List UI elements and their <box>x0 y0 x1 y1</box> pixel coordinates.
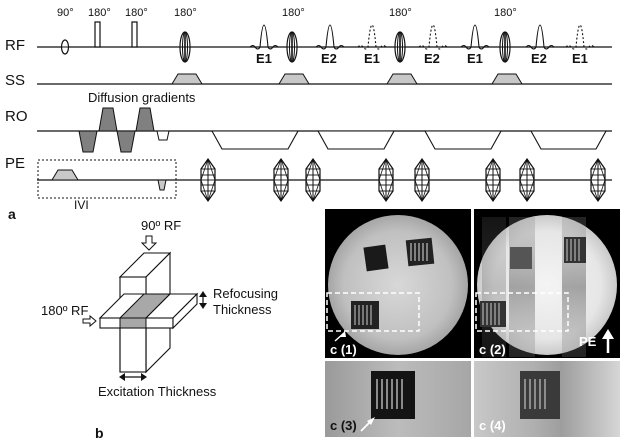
echo-label: E2 <box>531 51 547 66</box>
ss-gradient <box>491 73 523 85</box>
rf-refocus-pulse <box>392 31 408 63</box>
excitation-slab <box>119 276 147 373</box>
rf-refocus-pulse <box>284 31 300 63</box>
overlap-region <box>118 293 172 319</box>
echo-label: E1 <box>572 51 588 66</box>
echo-signal <box>315 24 345 50</box>
mr-image-c2 <box>474 209 620 358</box>
echo-label: E1 <box>256 51 272 66</box>
refocusing-slab <box>99 317 174 329</box>
rf-angle-label: 180° <box>125 7 148 19</box>
refocusing-label: Refocusing <box>213 286 279 301</box>
diffusion-gradient <box>98 107 118 132</box>
ro-readout <box>530 130 607 150</box>
excitation-slab <box>145 251 171 374</box>
panel-a-letter: a <box>8 206 16 222</box>
phase-encode-table <box>378 158 394 202</box>
pe-ivi-gradient <box>51 169 79 181</box>
echo-label: E1 <box>467 51 483 66</box>
rf-angle-label: 180° <box>282 7 305 19</box>
phase-encode-table <box>305 158 321 202</box>
phase-encode-table <box>414 158 430 202</box>
excitation-thickness-label: Excitation Thickness <box>98 384 217 399</box>
refocusing-slab <box>98 293 199 319</box>
ss-gradient <box>278 73 310 85</box>
echo-signal-dotted <box>565 24 595 50</box>
rf-angle-label: 180° <box>494 7 517 19</box>
echo-signal <box>249 24 279 50</box>
pe-direction-label: PE <box>579 334 597 349</box>
pulse-sequence-diagram <box>37 21 612 202</box>
image-label-c2: c (2) <box>479 342 506 357</box>
echo-signal-dotted <box>418 24 448 50</box>
rf-refocus-pulse <box>177 31 193 63</box>
echo-label: E2 <box>321 51 337 66</box>
ss-gradient <box>386 73 418 85</box>
rf-angle-label: 180° <box>88 7 111 19</box>
phase-encode-table <box>485 158 501 202</box>
pe-ivi-gradient <box>157 179 167 191</box>
row-label-pe: PE <box>5 155 26 172</box>
echo-label: E2 <box>424 51 440 66</box>
ro-prephase <box>156 130 170 141</box>
excitation-slab <box>118 252 172 278</box>
diffusion-gradients-label: Diffusion gradients <box>88 90 196 105</box>
overlap-region <box>119 317 147 329</box>
row-label-rf: RF <box>5 37 25 54</box>
rf-angle-label: 180° <box>389 7 412 19</box>
phase-encode-table <box>273 158 289 202</box>
ro-readout <box>211 130 299 150</box>
ivi-region-box <box>37 159 177 199</box>
image-label-c4: c (4) <box>479 418 506 433</box>
row-label-ro: RO <box>5 108 28 125</box>
mr-image-c4 <box>474 361 620 437</box>
diffusion-gradient <box>135 107 155 132</box>
rf90-arrow-icon <box>140 235 158 251</box>
echo-signal-dotted <box>357 24 387 50</box>
phase-encode-table <box>590 158 606 202</box>
panel-b-letter: b <box>95 425 104 441</box>
diffusion-gradient <box>78 130 98 153</box>
echo-label: E1 <box>364 51 380 66</box>
ro-readout <box>424 130 502 150</box>
phase-encode-table <box>200 158 216 202</box>
echo-signal <box>460 24 490 50</box>
rf-refocus-pulse <box>497 31 513 63</box>
echo-signal <box>525 24 555 50</box>
phase-encode-table <box>519 158 535 202</box>
rf90-label: 90º RF <box>141 218 182 233</box>
ro-readout <box>317 130 395 150</box>
refocusing-slab <box>172 292 198 330</box>
rf-ivi-180-pulse <box>131 21 138 48</box>
diffusion-gradient <box>116 130 136 153</box>
rf-angle-label: 90° <box>57 7 74 19</box>
rf-90-pulse <box>59 39 71 55</box>
row-label-ss: SS <box>5 72 26 89</box>
image-label-c3: c (3) <box>330 418 357 433</box>
mr-image-c3 <box>325 361 471 437</box>
ivi-label: IVI <box>74 198 89 212</box>
thickness-label: Thickness <box>213 302 272 317</box>
ss-gradient <box>171 73 203 85</box>
rf180-label: 180º RF <box>41 303 89 318</box>
mr-image-c1 <box>325 209 471 358</box>
rf-ivi-180-pulse <box>94 21 101 48</box>
rf-angle-label: 180° <box>174 7 197 19</box>
image-label-c1: c (1) <box>330 342 357 357</box>
